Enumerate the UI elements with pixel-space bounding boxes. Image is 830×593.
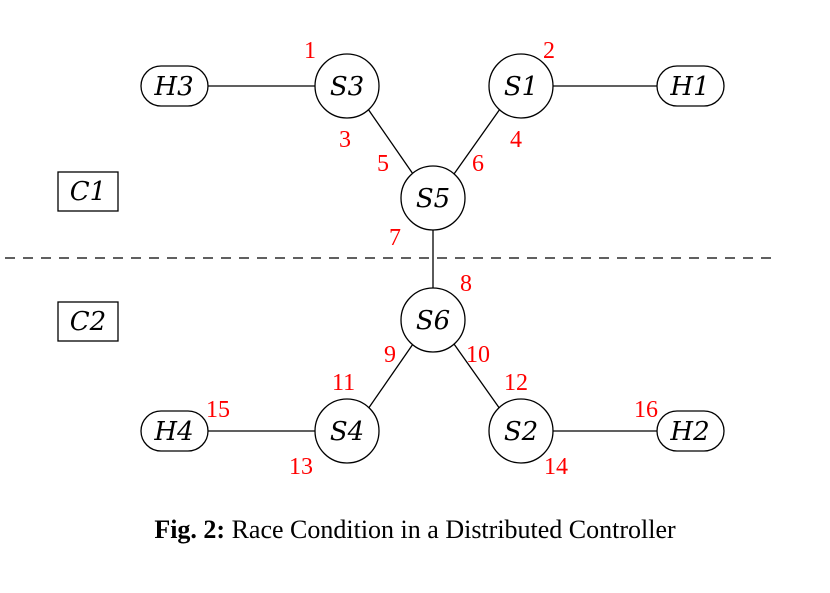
switch-s3: S3	[314, 53, 380, 119]
controller-c2: C2	[57, 301, 119, 342]
host-h4: H4	[140, 410, 209, 452]
controller-c1-label: C1	[70, 177, 106, 207]
caption-text: Race Condition in a Distributed Controll…	[231, 515, 676, 544]
link-s6-s2	[453, 343, 501, 410]
host-h2: H2	[656, 410, 725, 452]
switch-s6: S6	[400, 287, 466, 353]
port-label: 5	[377, 151, 389, 177]
port-label: 9	[384, 342, 396, 368]
switch-s4: S4	[314, 398, 380, 464]
port-label: 12	[504, 370, 528, 396]
switch-s4-label: S4	[330, 417, 364, 447]
switch-s2-label: S2	[504, 417, 538, 447]
host-h1: H1	[656, 65, 725, 107]
switch-s5: S5	[400, 165, 466, 231]
port-label: 7	[389, 225, 401, 251]
link-s3-s5	[367, 108, 414, 175]
controller-c2-label: C2	[70, 307, 106, 337]
switch-s1: S1	[488, 53, 554, 119]
port-label: 6	[472, 151, 484, 177]
switch-s2: S2	[488, 398, 554, 464]
port-label: 2	[543, 38, 555, 64]
port-label: 13	[289, 454, 313, 480]
caption-prefix: Fig. 2:	[154, 515, 226, 544]
host-h3: H3	[140, 65, 209, 107]
host-h1-label: H1	[669, 72, 709, 102]
host-h4-label: H4	[153, 417, 193, 447]
port-label: 11	[332, 370, 355, 396]
port-label: 1	[304, 38, 316, 64]
port-label: 14	[544, 454, 568, 480]
switch-s5-label: S5	[416, 184, 450, 214]
switch-s1-label: S1	[504, 72, 538, 102]
port-label: 4	[510, 127, 522, 153]
controller-c1: C1	[57, 171, 119, 212]
port-label: 16	[634, 397, 658, 423]
switch-s3-label: S3	[330, 72, 364, 102]
port-label: 3	[339, 127, 351, 153]
port-label: 8	[460, 271, 472, 297]
host-h3-label: H3	[153, 72, 193, 102]
figure-caption: Fig. 2: Race Condition in a Distributed …	[0, 515, 830, 545]
host-h2-label: H2	[669, 417, 709, 447]
port-label: 15	[206, 397, 230, 423]
link-s1-s5	[453, 108, 501, 175]
port-label: 10	[466, 342, 490, 368]
switch-s6-label: S6	[416, 306, 450, 336]
link-s6-s4	[367, 343, 414, 410]
